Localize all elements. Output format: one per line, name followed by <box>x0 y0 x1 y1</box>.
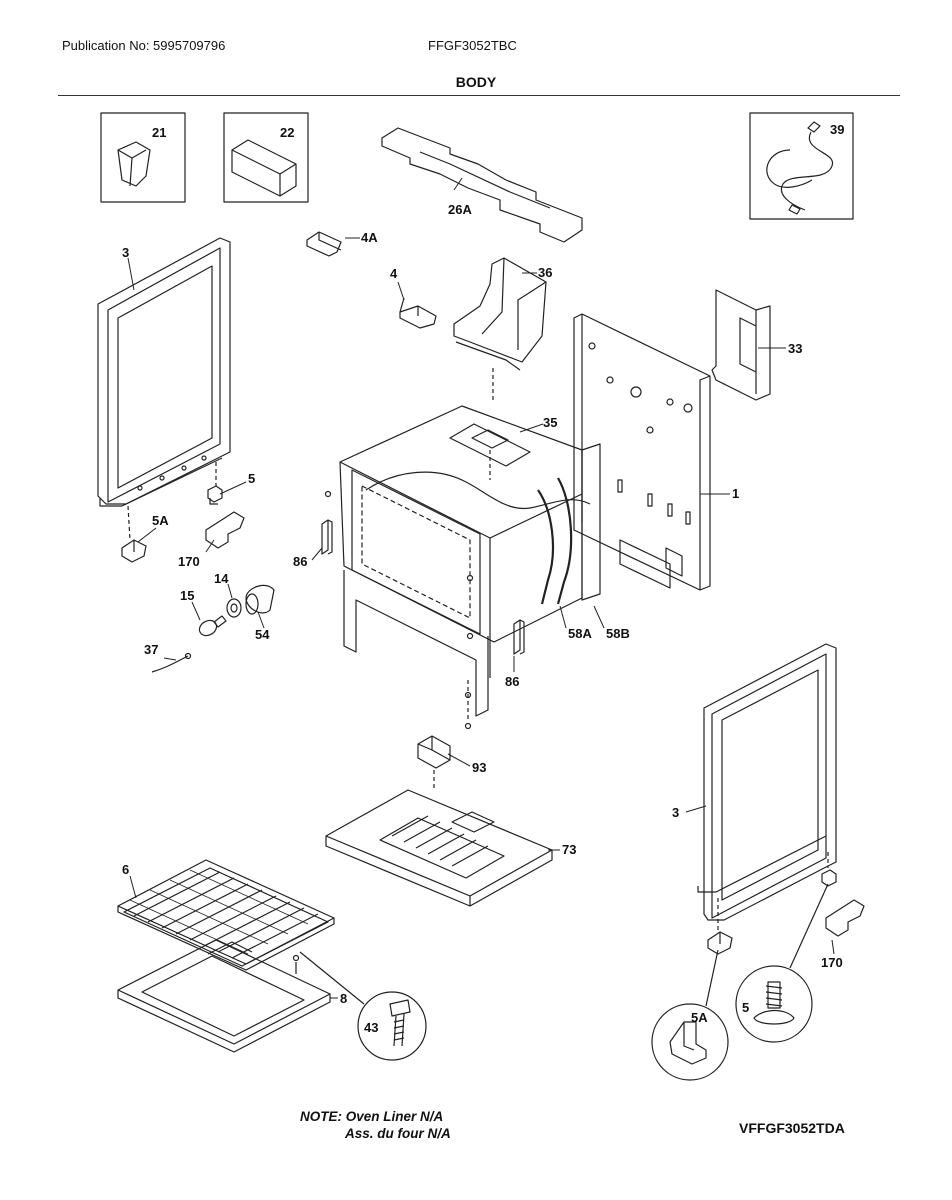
label-21: 21 <box>152 125 166 140</box>
part-5a-leveler-bracket-callout <box>651 949 729 1081</box>
part-5a-left-leveler-bracket <box>121 539 147 563</box>
part-54-lamp-cover <box>245 584 275 615</box>
label-5-left: 5 <box>248 471 255 486</box>
note-line-1: NOTE: Oven Liner N/A <box>300 1109 444 1124</box>
part-39-power-cord-inset <box>749 112 854 220</box>
part-1-back-panel <box>573 313 711 591</box>
label-4a: 4A <box>361 230 378 245</box>
part-35-burner-bracket <box>449 423 531 480</box>
part-5a-right-leveler-bracket <box>707 931 733 955</box>
label-58a: 58A <box>568 626 592 641</box>
oven-cavity-body <box>324 405 601 730</box>
part-43-screw-callout <box>299 951 427 1061</box>
label-15: 15 <box>180 588 194 603</box>
label-58b: 58B <box>606 626 630 641</box>
part-36-vent-duct <box>453 257 547 400</box>
label-8: 8 <box>340 991 347 1006</box>
part-86-left-hinge-receiver <box>321 519 333 555</box>
part-3-right-door-frame <box>697 643 837 930</box>
part-37-wire <box>151 652 192 673</box>
part-14-lamp-socket <box>226 598 242 618</box>
part-6-oven-rack <box>117 859 335 971</box>
leader-lines <box>127 177 835 999</box>
label-73: 73 <box>562 842 576 857</box>
label-33: 33 <box>788 341 802 356</box>
label-37: 37 <box>144 642 158 657</box>
label-5a-right: 5A <box>691 1010 708 1025</box>
publication-number: Publication No: 5995709796 <box>62 38 226 53</box>
part-170-left-bracket <box>205 511 245 549</box>
label-43: 43 <box>364 1020 378 1035</box>
part-86-right-hinge-receiver <box>513 619 525 655</box>
part-26a-top-bracket <box>381 127 583 243</box>
part-170-right-bracket <box>825 899 865 937</box>
part-93-bottom-block <box>417 735 451 790</box>
label-170-left: 170 <box>178 554 200 569</box>
part-15-light-bulb <box>198 615 227 637</box>
part-33-side-panel <box>711 289 771 401</box>
label-3-left: 3 <box>122 245 129 260</box>
label-170-right: 170 <box>821 955 843 970</box>
part-5-right-leg-leveler <box>821 869 837 887</box>
label-14: 14 <box>214 571 229 586</box>
diagram-code: VFFGF3052TDA <box>739 1120 845 1136</box>
part-3-left-door-frame <box>97 237 231 541</box>
part-8-drawer-panel <box>117 939 331 1053</box>
label-36: 36 <box>538 265 552 280</box>
part-73-oven-bottom <box>325 789 553 907</box>
label-22: 22 <box>280 125 294 140</box>
part-4a-clip <box>306 231 342 257</box>
label-54: 54 <box>255 627 270 642</box>
part-5-leg-leveler-callout <box>735 883 829 1043</box>
label-35: 35 <box>543 415 557 430</box>
header-divider <box>58 95 900 96</box>
label-86-right: 86 <box>505 674 519 689</box>
part-5-left-leg-leveler <box>207 485 223 505</box>
label-5a-left: 5A <box>152 513 169 528</box>
part-22-bracket-inset <box>223 112 309 203</box>
part-4-bracket <box>399 297 437 329</box>
label-4: 4 <box>390 266 398 281</box>
label-5-right: 5 <box>742 1000 749 1015</box>
label-3-right: 3 <box>672 805 679 820</box>
model-number: FFGF3052TBC <box>428 38 517 53</box>
label-93: 93 <box>472 760 486 775</box>
label-39: 39 <box>830 122 844 137</box>
label-26a: 26A <box>448 202 472 217</box>
part-21-bracket-inset <box>100 112 186 203</box>
section-title: BODY <box>455 74 497 90</box>
note-line-2: Ass. du four N/A <box>345 1126 451 1141</box>
label-86-left: 86 <box>293 554 307 569</box>
label-1: 1 <box>732 486 739 501</box>
label-6: 6 <box>122 862 129 877</box>
